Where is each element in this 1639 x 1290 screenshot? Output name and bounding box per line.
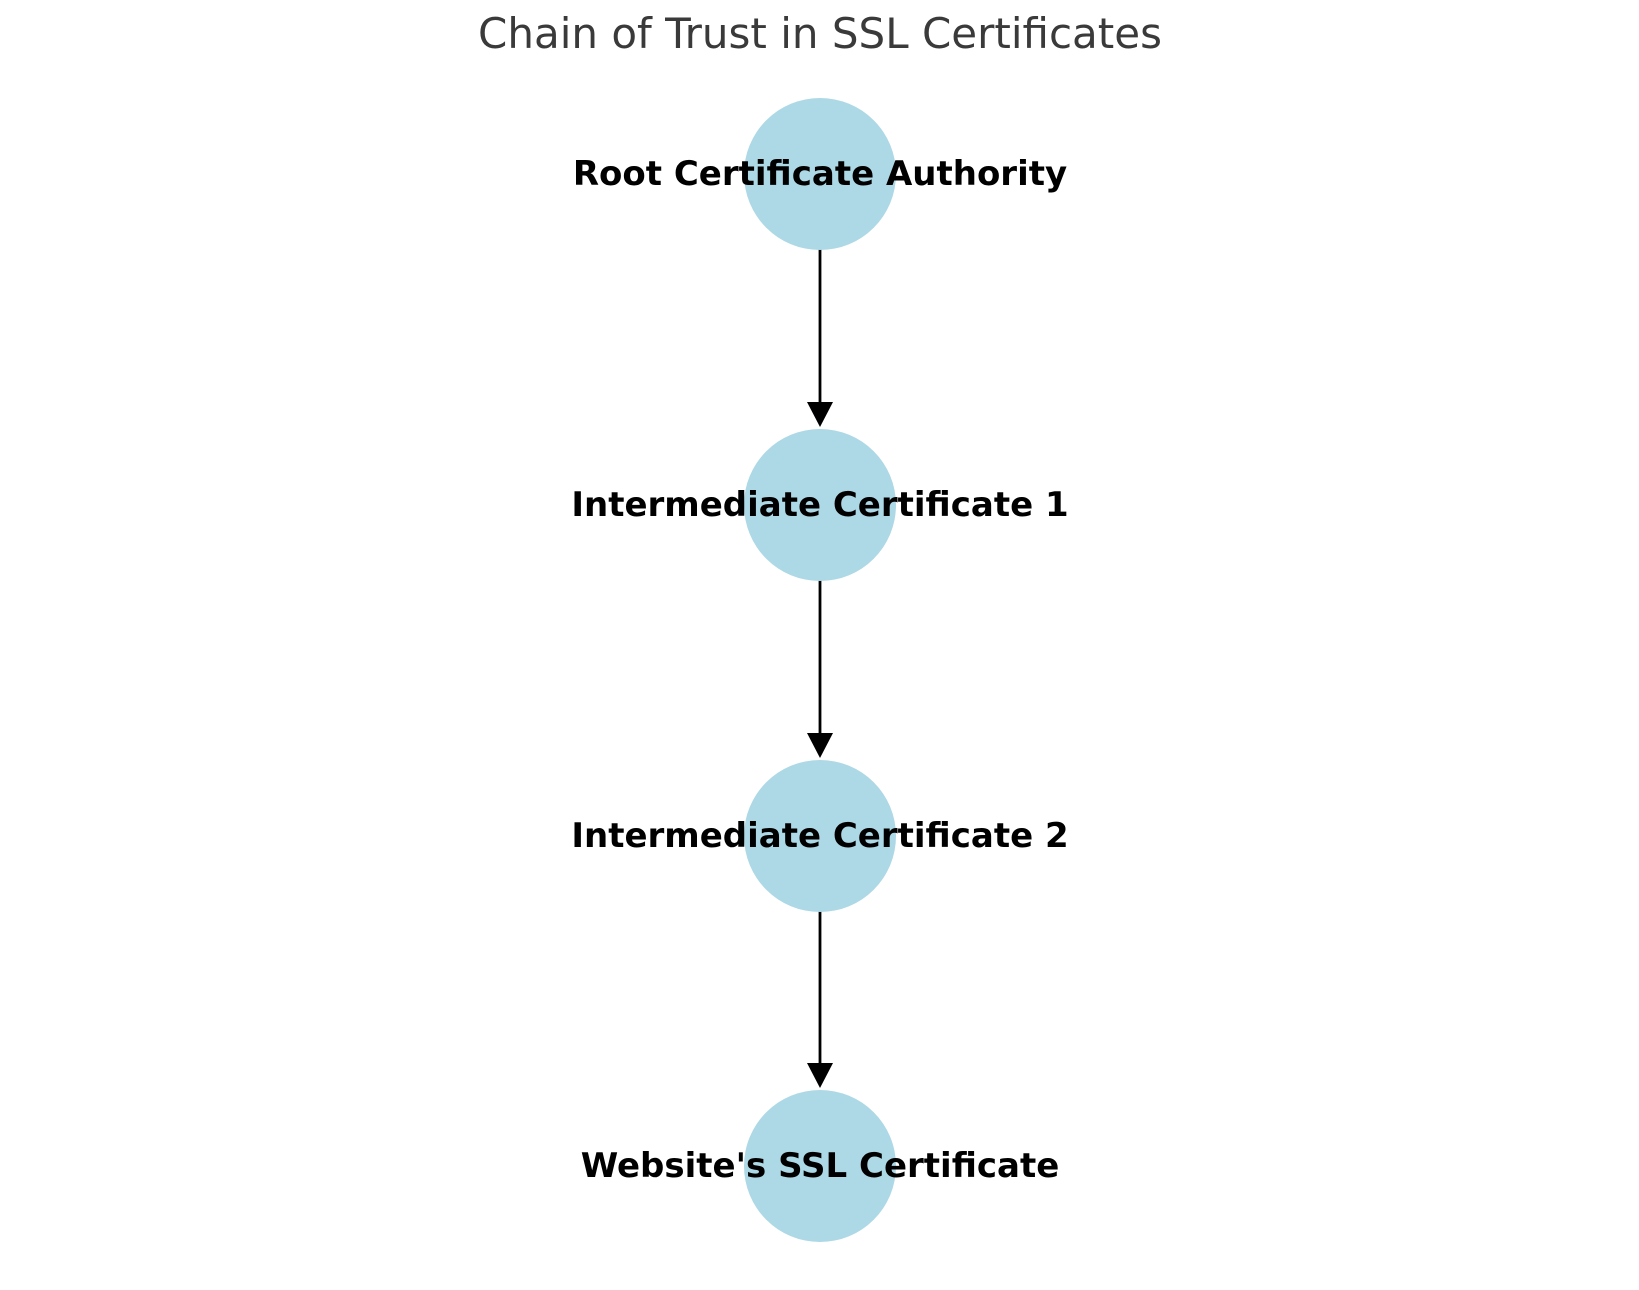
node-label-int1: Intermediate Certificate 1	[571, 485, 1069, 525]
node-label-ssl: Website's SSL Certificate	[580, 1146, 1060, 1186]
node-circle-int1	[744, 429, 896, 581]
node-label-int2: Intermediate Certificate 2	[571, 816, 1069, 856]
edge-arrowhead-icon	[807, 733, 833, 758]
edge-arrowhead-icon	[807, 1063, 833, 1088]
node-circle-ssl	[744, 1090, 896, 1242]
node-circle-int2	[744, 760, 896, 912]
node-label-root: Root Certificate Authority	[572, 154, 1068, 194]
node-circle-root	[744, 98, 896, 250]
edge-arrowhead-icon	[807, 402, 833, 427]
diagram-title: Chain of Trust in SSL Certificates	[478, 9, 1162, 58]
